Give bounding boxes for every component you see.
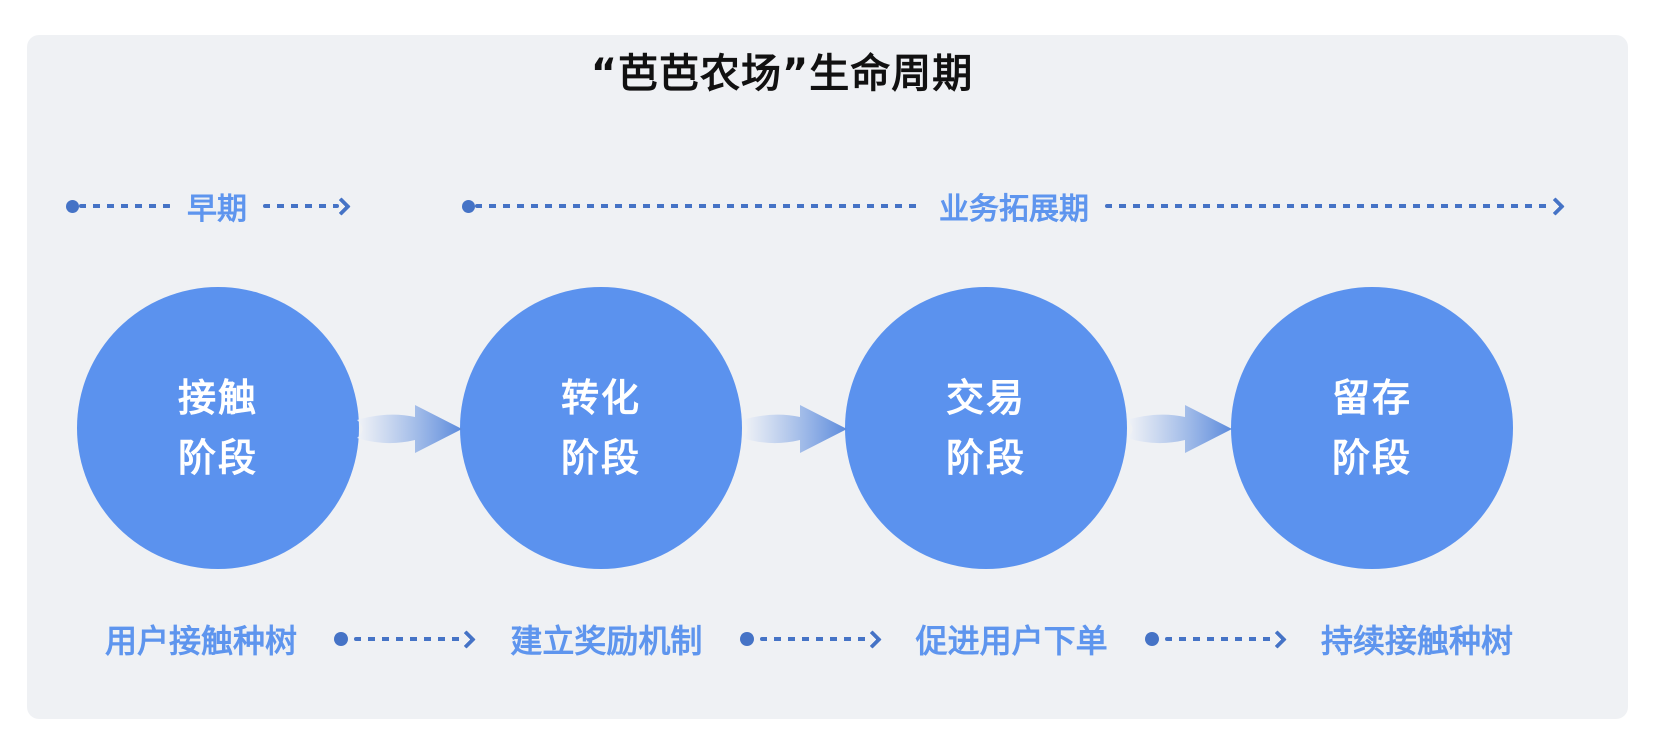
phase-arrow-expansion: 业务拓展期 — [462, 190, 1565, 227]
stage-label: 阶段 — [1331, 436, 1412, 480]
arrow-chevron-icon — [457, 629, 476, 649]
dashed-line — [263, 204, 339, 208]
bullet-dot-icon — [1144, 632, 1159, 646]
bullet-dot-icon — [66, 199, 79, 213]
flow-arrow-icon — [742, 405, 847, 453]
bottom-label-retain: 持续接触种树 — [1320, 622, 1513, 660]
stage-circle-conversion: 转化 阶段 — [460, 287, 742, 569]
dashed-line — [1105, 204, 1553, 208]
stage-label: 转化 — [560, 376, 641, 420]
bottom-flow: 用户接触种树 建立奖励机制 促进用户下单 持续接触种树 — [105, 616, 1513, 662]
stage-circle-transaction: 交易 阶段 — [845, 287, 1127, 569]
bottom-connector — [334, 629, 476, 649]
dashed-line — [1164, 637, 1275, 641]
stage-label: 阶段 — [560, 436, 641, 480]
bullet-dot-icon — [334, 632, 349, 646]
stage-circle-retention: 留存 阶段 — [1231, 287, 1513, 569]
stage-circle-contact: 接触 阶段 — [77, 287, 359, 569]
dashed-line — [759, 637, 870, 641]
arrow-chevron-icon — [862, 629, 882, 649]
flow-arrow-icon — [1127, 405, 1232, 453]
arrow-chevron-icon — [332, 196, 351, 216]
phase-arrow-early: 早期 — [66, 190, 358, 227]
bullet-dot-icon — [462, 199, 475, 213]
bottom-connector — [1144, 629, 1287, 649]
stage-label: 交易 — [945, 376, 1026, 420]
dashed-line — [354, 637, 465, 641]
bottom-connector — [739, 629, 882, 649]
phase-label-expansion: 业务拓展期 — [939, 192, 1089, 227]
bullet-dot-icon — [739, 632, 754, 646]
flow-arrow-icon — [357, 405, 462, 453]
bottom-label-contact: 用户接触种树 — [105, 622, 298, 660]
arrow-chevron-icon — [1268, 629, 1287, 649]
bottom-label-order: 促进用户下单 — [915, 622, 1108, 660]
dashed-line — [79, 204, 171, 208]
stage-label: 留存 — [1331, 376, 1412, 420]
arrow-chevron-icon — [1546, 196, 1565, 216]
dashed-line — [475, 204, 923, 208]
stage-label: 阶段 — [177, 436, 258, 480]
stage-label: 接触 — [177, 376, 258, 420]
phase-label-early: 早期 — [187, 192, 247, 227]
bottom-label-reward: 建立奖励机制 — [510, 622, 703, 660]
diagram-title: “芭芭农场”生命周期 — [590, 51, 974, 97]
stage-label: 阶段 — [945, 436, 1026, 480]
